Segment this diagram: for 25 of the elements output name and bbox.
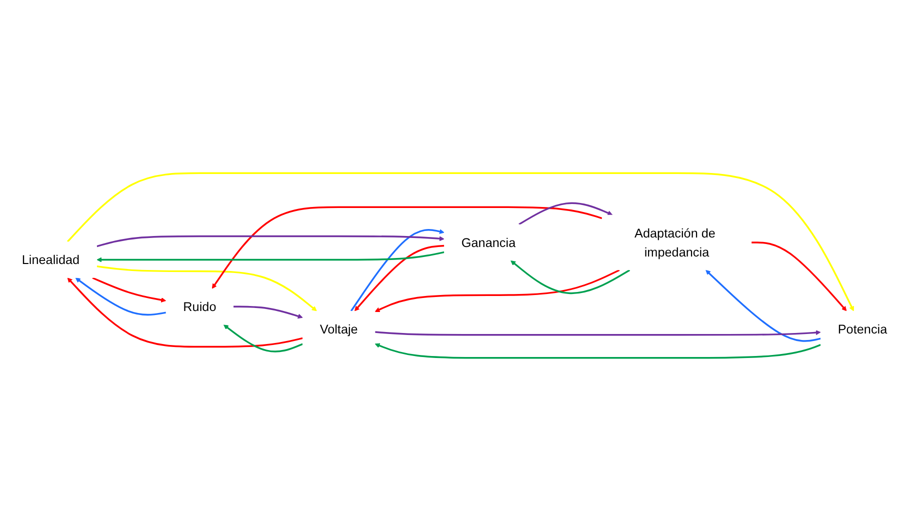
node-text: Potencia [838,322,888,336]
node-text: Voltaje [320,322,358,336]
arrow [518,202,613,226]
arrow [96,235,444,248]
arrow [96,265,317,312]
arrow [752,242,847,312]
node-text: Ganancia [461,235,516,250]
node-text: Linealidad [22,252,80,267]
arrow [212,206,602,289]
node-text: Ruido [183,299,216,314]
arrow [375,330,821,336]
arrow [354,244,444,312]
arrow [223,324,303,352]
arrow [510,260,630,294]
arrow [374,269,620,312]
arrow [66,172,854,312]
arrow [92,277,166,302]
arrow [350,229,444,312]
arrow [374,343,821,359]
arrow [67,278,303,348]
arrow [75,278,166,316]
node-text: Adaptación de impedancia [634,226,716,260]
arrow [234,306,303,319]
arrow [706,270,821,342]
arrow [96,251,444,262]
